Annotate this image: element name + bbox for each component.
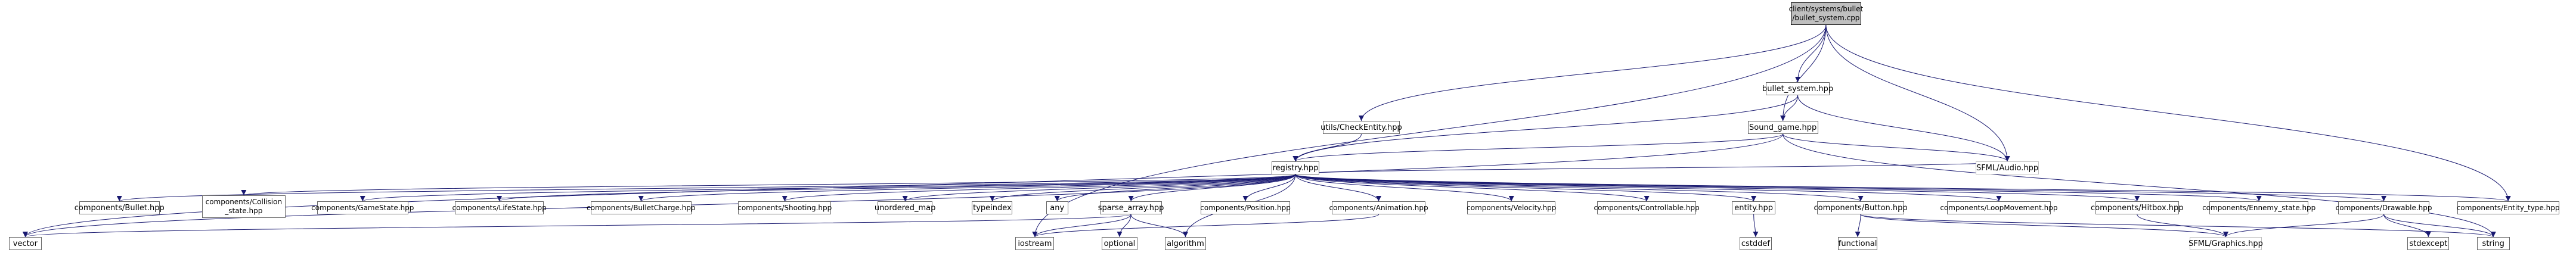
edge-registry-to-chitbox <box>1295 174 2140 202</box>
graph-node-chitbox[interactable]: components/Hitbox.hpp <box>2091 201 2184 214</box>
graph-node-clifestate[interactable]: components/LifeState.hpp <box>452 201 547 214</box>
edge-registry-to-cvelocity <box>1295 174 1514 202</box>
edge-root-to-sfmlaudio <box>1825 24 2010 162</box>
graph-node-functional[interactable]: functional <box>1837 237 1878 250</box>
edge-registry-to-cenemystate <box>1295 174 2262 202</box>
edge-bulletsys-to-sfmlaudio <box>1797 95 2010 162</box>
edge-registry-to-cgamestate <box>360 174 1296 202</box>
edge-registry-to-unorderedmap <box>902 174 1296 202</box>
edge-registry-to-cshooting <box>782 174 1296 202</box>
graph-node-optional[interactable]: optional <box>1102 237 1137 250</box>
graph-node-sfmlaudio[interactable]: SFML/Audio.hpp <box>1975 161 2039 174</box>
graph-node-cbullet[interactable]: components/Bullet.hpp <box>75 201 165 214</box>
graph-node-cstddef[interactable]: cstddef <box>1740 237 1772 250</box>
edge-registry-to-clifestate <box>497 174 1296 202</box>
graph-node-cloopmovement[interactable]: components/LoopMovement.hpp <box>1940 201 2058 214</box>
edge-sparsearray-to-vector <box>23 214 1132 238</box>
edge-root-to-soundgame <box>1780 24 1827 121</box>
edge-sparsearray-to-iostream <box>1032 214 1132 238</box>
edge-registry-to-sfmlaudio <box>1295 161 2010 175</box>
graph-node-stdexcept[interactable]: stdexcept <box>2407 237 2450 250</box>
graph-node-canimation[interactable]: components/Animation.hpp <box>1329 201 1428 214</box>
graph-node-cgamestate[interactable]: components/GameState.hpp <box>311 201 414 214</box>
graph-node-cposition[interactable]: components/Position.hpp <box>1200 201 1291 214</box>
edge-root-to-bulletsys <box>1795 24 1827 83</box>
edge-registry-to-cloopmovement <box>1295 174 2001 202</box>
edge-registry-to-cdrawable <box>1295 174 2386 202</box>
edge-entity-to-cstddef <box>1753 214 1759 238</box>
graph-node-ccontrollable[interactable]: components/Controllable.hpp <box>1594 201 1700 214</box>
graph-node-cbutton[interactable]: components/Button.hpp <box>1814 201 1908 214</box>
edge-checkentity-to-registry <box>1292 133 1362 162</box>
graph-node-bulletsys[interactable]: bullet_system.hpp <box>1762 82 1833 95</box>
edge-canimation-to-iostream <box>1032 214 1380 238</box>
edge-chitbox-to-sfmlgraphics <box>2137 214 2228 238</box>
graph-node-root[interactable]: client/systems/bullet /bullet_system.cpp <box>1789 2 1863 25</box>
graph-node-string[interactable]: string <box>2476 237 2510 250</box>
graph-node-entity[interactable]: entity.hpp <box>1732 201 1776 214</box>
edge-registry-to-ccontrollable <box>1295 174 1650 202</box>
edge-sparsearray-to-algorithm <box>1130 214 1188 238</box>
graph-node-soundgame[interactable]: Sound_game.hpp <box>1747 121 1818 134</box>
edge-registry-to-cbullet <box>117 174 1296 202</box>
graph-node-algorithm[interactable]: algorithm <box>1165 237 1206 250</box>
graph-node-cenemystate[interactable]: components/Ennemy_state.hpp <box>2202 201 2315 214</box>
edge-root-to-iostream <box>1032 24 1827 238</box>
graph-node-unorderedmap[interactable]: unordered_map <box>875 201 935 214</box>
edge-soundgame-to-string <box>1783 133 2496 238</box>
edge-root-to-centitytype <box>1825 24 2511 202</box>
graph-node-vector[interactable]: vector <box>8 237 42 250</box>
edge-cdrawable-to-sfmlgraphics <box>2223 214 2385 238</box>
edge-registry-to-cbutton <box>1295 174 1864 202</box>
edge-cdrawable-to-stdexcept <box>2383 214 2431 238</box>
edge-sparsearray-to-optional <box>1117 214 1132 238</box>
edge-layer <box>23 24 2511 238</box>
graph-node-sparsearray[interactable]: sparse_array.hpp <box>1098 201 1164 214</box>
edge-soundgame-to-sfmlaudio <box>1783 133 2010 162</box>
graph-node-cbulletcharge[interactable]: components/BulletCharge.hpp <box>587 201 696 214</box>
edge-cbutton-to-functional <box>1855 214 1861 238</box>
edge-cbutton-to-sfmlgraphics <box>1860 214 2228 238</box>
graph-node-sfmlgraphics[interactable]: SFML/Graphics.hpp <box>2188 237 2263 250</box>
graph-node-centitytype[interactable]: components/Entity_type.hpp <box>2457 201 2560 214</box>
graph-node-iostream[interactable]: iostream <box>1015 237 1055 250</box>
graph-node-typeindex[interactable]: typeindex <box>972 201 1013 214</box>
edge-registry-to-ccollision <box>241 174 1296 196</box>
edge-soundgame-to-registry <box>1292 133 1784 162</box>
edge-registry-to-cposition <box>1242 174 1296 202</box>
edge-registry-to-any <box>1054 174 1296 202</box>
edge-registry-to-cbulletcharge <box>638 174 1296 202</box>
graph-node-cdrawable[interactable]: components/Drawable.hpp <box>2336 201 2432 214</box>
edge-cbutton-to-string <box>1860 214 2496 238</box>
edge-root-to-checkentity <box>1359 24 1827 121</box>
edge-registry-to-entity <box>1295 174 1756 202</box>
edge-bulletsys-to-soundgame <box>1780 95 1799 121</box>
graph-node-checkentity[interactable]: utils/CheckEntity.hpp <box>1320 121 1402 134</box>
edge-registry-to-typeindex <box>990 174 1296 202</box>
edge-bulletsys-to-registry <box>1292 95 1799 162</box>
edge-registry-to-centitytype <box>1295 174 2510 202</box>
graph-node-registry[interactable]: registry.hpp <box>1272 161 1319 174</box>
graph-node-cvelocity[interactable]: components/Velocity.hpp <box>1467 201 1556 214</box>
edge-registry-to-sparsearray <box>1128 174 1296 202</box>
graph-node-any[interactable]: any <box>1046 201 1068 214</box>
graph-node-ccollision[interactable]: components/Collision _state.hpp <box>202 195 286 218</box>
graph-node-cshooting[interactable]: components/Shooting.hpp <box>737 201 832 214</box>
edge-cdrawable-to-string <box>2383 214 2496 238</box>
edge-registry-to-canimation <box>1295 174 1382 202</box>
